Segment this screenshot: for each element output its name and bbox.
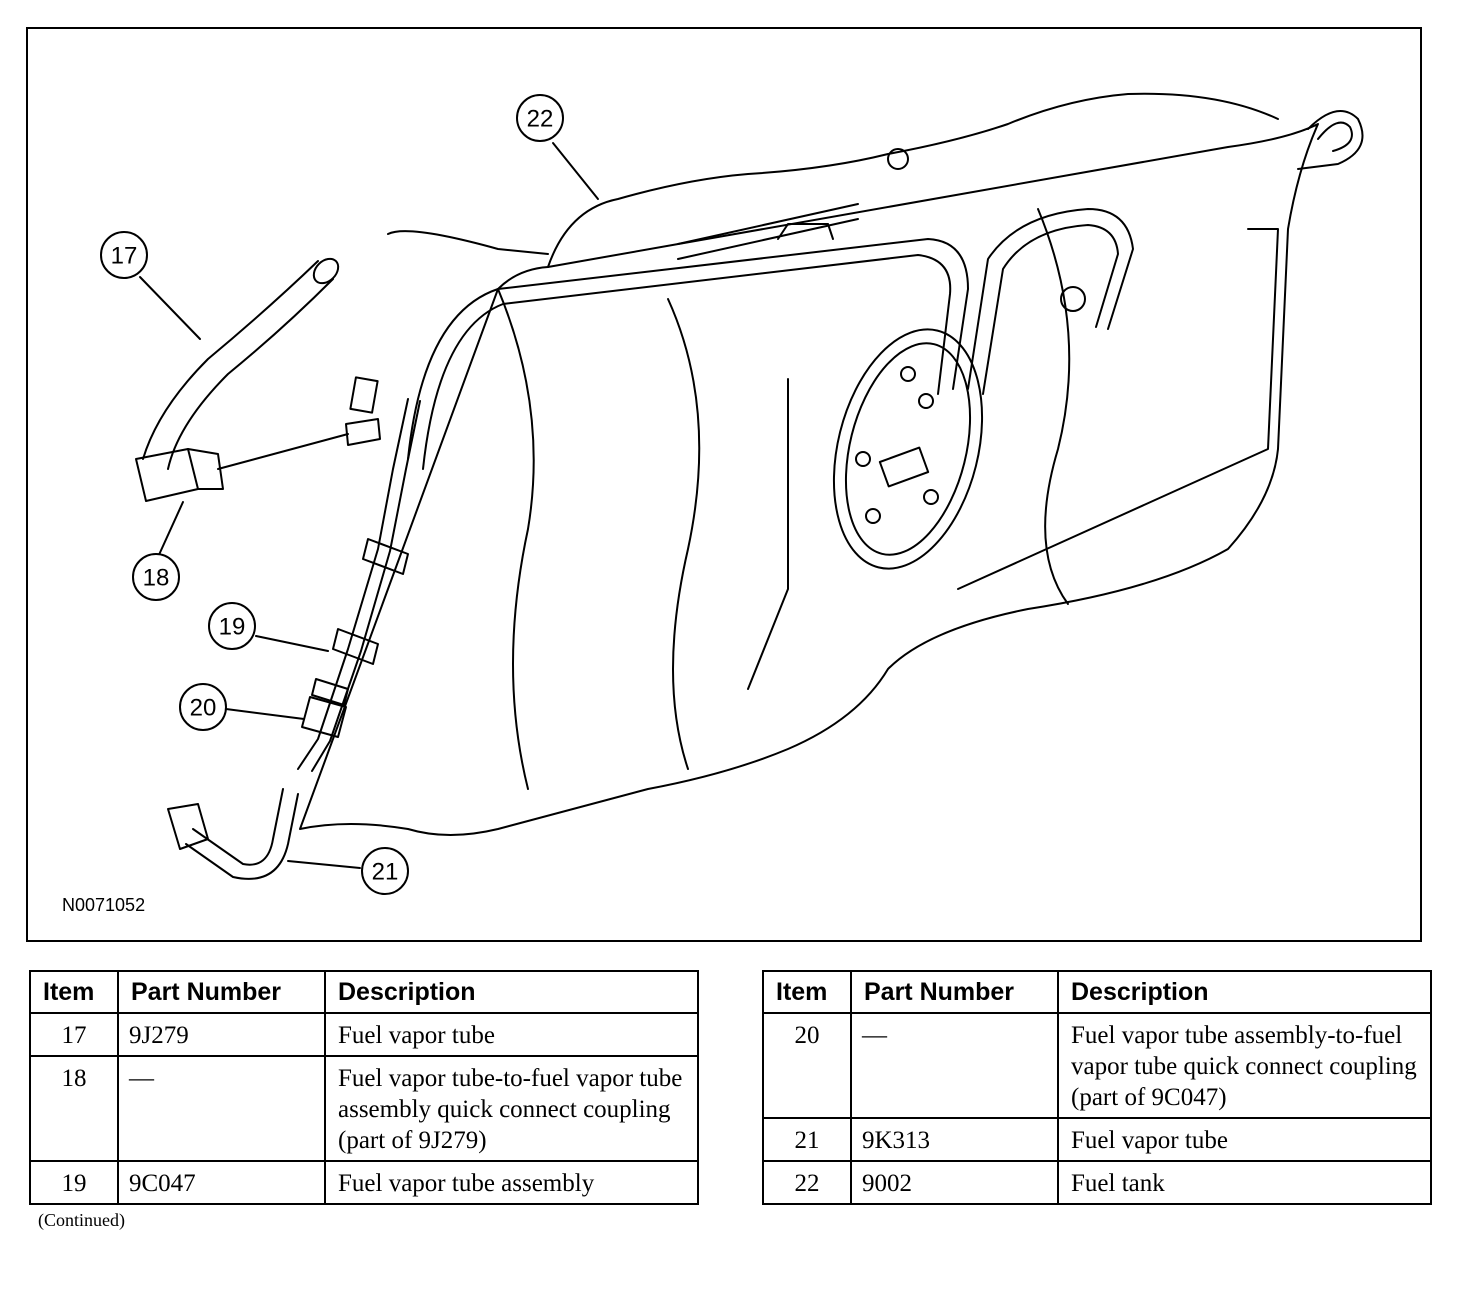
filler-pipe [1297,110,1364,170]
fuel-tank-illustration: 17 18 19 20 21 22 [100,92,1364,895]
tank-rib-5 [957,228,1279,590]
description-cell: Fuel vapor tube [1057,1117,1432,1162]
callout-18 [132,553,180,601]
callout-label-21: 21 [372,859,399,886]
callout-label-18: 18 [143,565,170,592]
part-number-cell: — [117,1055,326,1162]
vapor-tube-top [407,238,969,460]
table-row: 22 9002 Fuel tank [762,1160,1432,1205]
coupling-18 [135,448,199,502]
parts-table-right: Item Part Number Description 20 — Fuel v… [762,970,1432,1205]
header-item: Item [29,970,119,1014]
description-cell: Fuel vapor tube-to-fuel vapor tube assem… [324,1055,699,1162]
table-row: 20 — Fuel vapor tube assembly-to-fuel va… [762,1012,1432,1119]
figure-id: N0071052 [62,895,146,915]
header-description: Description [324,970,699,1014]
header-description: Description [1057,970,1432,1014]
item-cell: 19 [29,1160,119,1205]
fuel-vapor-tube-assembly [297,398,409,770]
fuel-tank-body [299,123,1319,836]
part-number-cell: 9J279 [117,1012,326,1057]
table-row: 21 9K313 Fuel vapor tube [762,1117,1432,1162]
parts-table-left: Item Part Number Description 17 9J279 Fu… [29,970,699,1205]
item-cell: 17 [29,1012,119,1057]
callout-20 [179,683,227,731]
clip-2 [332,628,379,665]
item-cell: 18 [29,1055,119,1162]
table-row: 19 9C047 Fuel vapor tube assembly [29,1160,699,1205]
callout-label-17: 17 [111,243,138,270]
diagram-frame: 17 18 19 20 21 22 N0071052 [26,27,1422,942]
callout-label-20: 20 [190,695,217,722]
item-cell: 21 [762,1117,852,1162]
callout-22 [516,94,564,142]
table-header-row: Item Part Number Description [29,970,699,1014]
clip-1 [362,538,409,575]
fuel-vapor-tube-21 [192,788,284,866]
table-row: 18 — Fuel vapor tube-to-fuel vapor tube … [29,1055,699,1162]
tank-rib-3 [747,378,789,690]
coupling-20 [301,696,347,738]
fuel-sender-unit [832,328,984,570]
description-cell: Fuel vapor tube assembly [324,1160,699,1205]
part-number-cell: — [850,1012,1059,1119]
description-cell: Fuel vapor tube assembly-to-fuel vapor t… [1057,1012,1432,1119]
callout-17 [100,231,148,279]
table-header-row: Item Part Number Description [762,970,1432,1014]
tank-rib-2 [667,298,701,770]
header-part-number: Part Number [117,970,326,1014]
header-item: Item [762,970,852,1014]
part-number-cell: 9002 [850,1160,1059,1205]
vapor-tube-right [967,208,1134,390]
part-number-cell: 9K313 [850,1117,1059,1162]
callout-19 [208,602,256,650]
tank-top-ridge [547,92,1279,268]
item-cell: 20 [762,1012,852,1119]
callout-label-19: 19 [219,614,246,641]
item-cell: 22 [762,1160,852,1205]
fuel-vapor-tube-17 [142,260,319,460]
callout-21 [361,847,409,895]
tank-rib-4 [1037,208,1071,605]
callout-label-22: 22 [527,106,554,133]
tank-rib-1 [497,288,535,790]
header-part-number: Part Number [850,970,1059,1014]
description-cell: Fuel vapor tube [324,1012,699,1057]
part-number-cell: 9C047 [117,1160,326,1205]
continued-note: (Continued) [38,1210,125,1230]
table-row: 17 9J279 Fuel vapor tube [29,1012,699,1057]
description-cell: Fuel tank [1057,1160,1432,1205]
